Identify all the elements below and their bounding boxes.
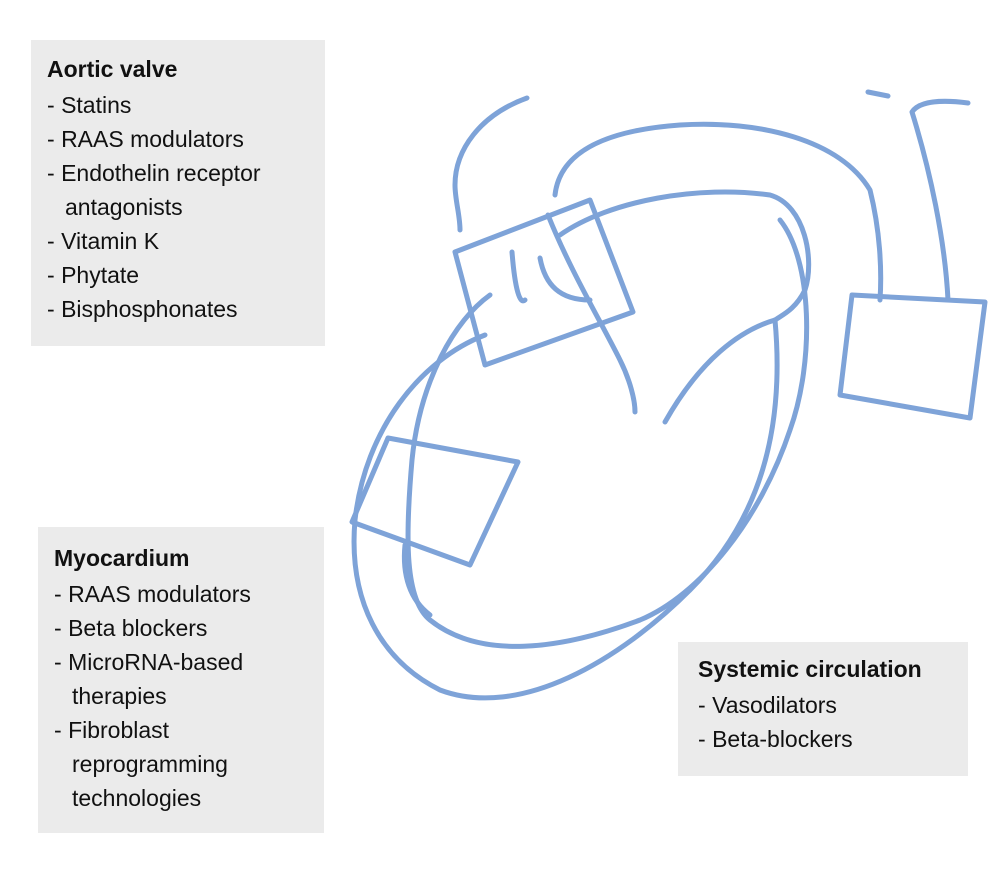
myocardium-box-label: Myocardium RAAS modulators Beta blockers… [38,527,324,833]
valve-inner-line [545,212,638,415]
systemic-box [837,292,988,421]
heart-outline-strokes [349,89,988,701]
septum-line [662,317,778,425]
ventricle-outer-loop [351,317,780,701]
myocardium-box [349,435,521,568]
valve-leaflet-1 [509,249,528,304]
list-item: Vitamin K [47,224,309,258]
aortic-valve-title: Aortic valve [47,56,178,82]
list-item: Vasodilators [698,688,952,722]
lower-inner-stroke [401,542,433,618]
vessel-left [452,95,530,233]
list-item: Phytate [47,258,309,292]
systemic-circulation-list: Vasodilators Beta-blockers [698,688,952,756]
myocardium-list: RAAS modulators Beta blockers MicroRNA-b… [54,577,308,815]
list-item: MicroRNA-based therapies [54,645,308,713]
list-item: Endothelin receptor antagonists [47,156,309,224]
aortic-valve-box [452,197,636,368]
list-item: Beta blockers [54,611,308,645]
list-item: RAAS modulators [47,122,309,156]
vessel-right [909,98,971,303]
vessel-right-top [865,89,891,99]
aortic-arch-inner [557,189,812,323]
systemic-circulation-title: Systemic circulation [698,656,922,682]
ventricle-inner-loop [405,217,810,649]
systemic-circulation-box-label: Systemic circulation Vasodilators Beta-b… [678,642,968,776]
valve-leaflet-2 [537,255,593,303]
list-item: RAAS modulators [54,577,308,611]
aortic-valve-list: Statins RAAS modulators Endothelin recep… [47,88,309,326]
list-item: Statins [47,88,309,122]
list-item: Beta-blockers [698,722,952,756]
aortic-arch-outer [552,121,884,303]
list-item: Bisphosphonates [47,292,309,326]
myocardium-title: Myocardium [54,545,190,571]
list-item: Fibroblast reprogramming technologies [54,713,308,815]
aortic-valve-box-label: Aortic valve Statins RAAS modulators End… [31,40,325,346]
